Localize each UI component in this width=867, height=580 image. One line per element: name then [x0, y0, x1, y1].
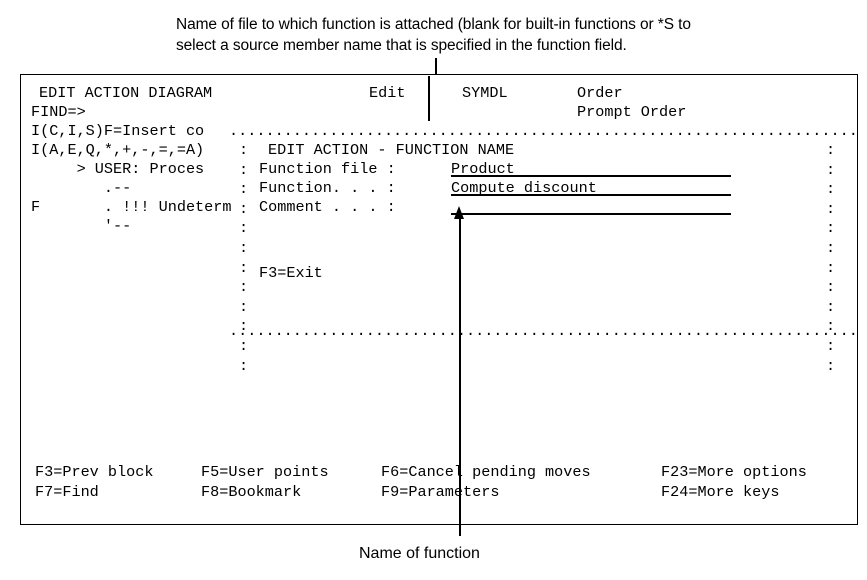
header-column-prompt-order: Prompt Order [577, 103, 687, 121]
function-key-f8[interactable]: F8=Bookmark [201, 483, 302, 501]
popup-border-top: ........................................… [229, 122, 858, 140]
diagram-line-5: F . !!! Undeterm [31, 198, 232, 216]
header-column-edit: Edit [369, 84, 406, 102]
comment-input-underline [451, 213, 731, 215]
diagram-line-6: '-- [31, 217, 132, 235]
top-annotation-caption: Name of file to which function is attach… [176, 14, 776, 56]
popup-field-label-function-file: Function file : [259, 160, 396, 178]
header-column-divider [428, 76, 430, 121]
function-key-f23[interactable]: F23=More options [661, 463, 807, 481]
popup-border-right-marker: : : : : : : : : : : : : [826, 141, 836, 375]
header-column-order: Order [577, 84, 623, 102]
function-key-f9[interactable]: F9=Parameters [381, 483, 500, 501]
function-name-input[interactable]: Compute discount [451, 179, 597, 197]
bottom-annotation-caption: Name of function [359, 545, 480, 562]
find-prompt[interactable]: FIND=> [31, 103, 86, 121]
diagram-line-2: I(A,E,Q,*,+,-,=,=A) [31, 141, 205, 159]
top-caption-line-1: Name of file to which function is attach… [176, 16, 691, 33]
popup-border-left-marker: : : : : : : : : : : : : [239, 141, 249, 375]
popup-title: EDIT ACTION - FUNCTION NAME [268, 141, 515, 159]
function-key-f7[interactable]: F7=Find [35, 483, 99, 501]
bottom-annotation-arrow-head [454, 206, 464, 219]
diagram-line-4: .-- [31, 179, 132, 197]
top-caption-line-2: select a source member name that is spec… [176, 37, 627, 54]
function-name-input-underline [451, 194, 731, 196]
popup-exit-key[interactable]: F3=Exit [259, 264, 323, 282]
popup-border-bottom: ........................................… [229, 322, 858, 340]
function-key-f24[interactable]: F24=More keys [661, 483, 780, 501]
bottom-annotation-arrow-shaft [459, 214, 461, 536]
screen-title: EDIT ACTION DIAGRAM [39, 84, 213, 102]
terminal-screen: EDIT ACTION DIAGRAM Edit SYMDL Order Pro… [20, 74, 858, 525]
function-key-f6[interactable]: F6=Cancel pending moves [381, 463, 591, 481]
diagram-line-3: > USER: Proces [31, 160, 205, 178]
diagram-line-1: I(C,I,S)F=Insert co [31, 122, 205, 140]
popup-field-label-function: Function. . . : [259, 179, 396, 197]
function-file-input[interactable]: Product [451, 160, 515, 178]
function-key-f5[interactable]: F5=User points [201, 463, 329, 481]
function-key-f3[interactable]: F3=Prev block [35, 463, 154, 481]
popup-field-label-comment: Comment . . . : [259, 198, 396, 216]
header-column-symdl: SYMDL [462, 84, 508, 102]
function-file-input-underline [451, 175, 731, 177]
